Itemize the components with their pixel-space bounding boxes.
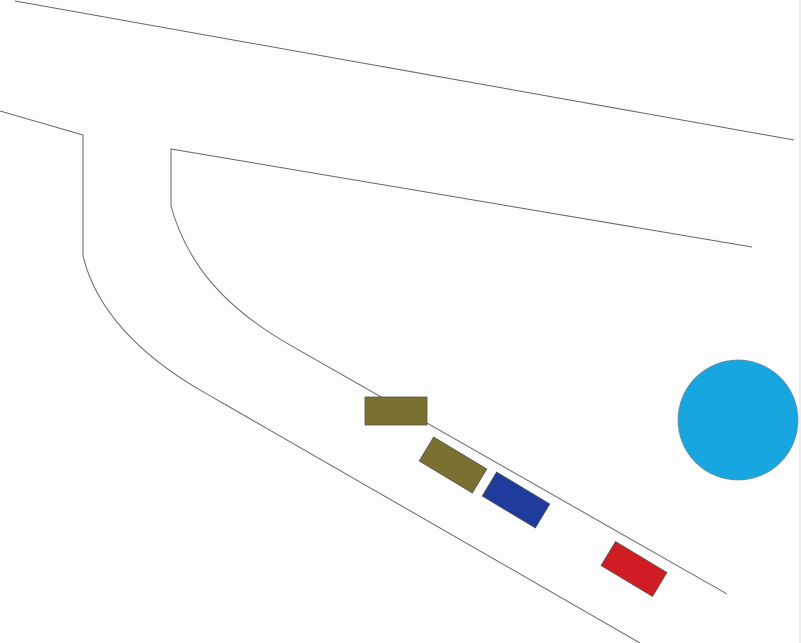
road-edge-inner bbox=[170, 148, 753, 595]
target-circle[interactable] bbox=[677, 359, 799, 481]
vehicle-red[interactable] bbox=[600, 540, 668, 598]
vehicle-olive-2[interactable] bbox=[418, 436, 488, 494]
road-edge-outer-left bbox=[0, 110, 641, 643]
vehicle-olive-1[interactable] bbox=[364, 396, 428, 426]
vehicle-blue[interactable] bbox=[481, 471, 551, 529]
road-edge-top bbox=[14, 0, 795, 141]
